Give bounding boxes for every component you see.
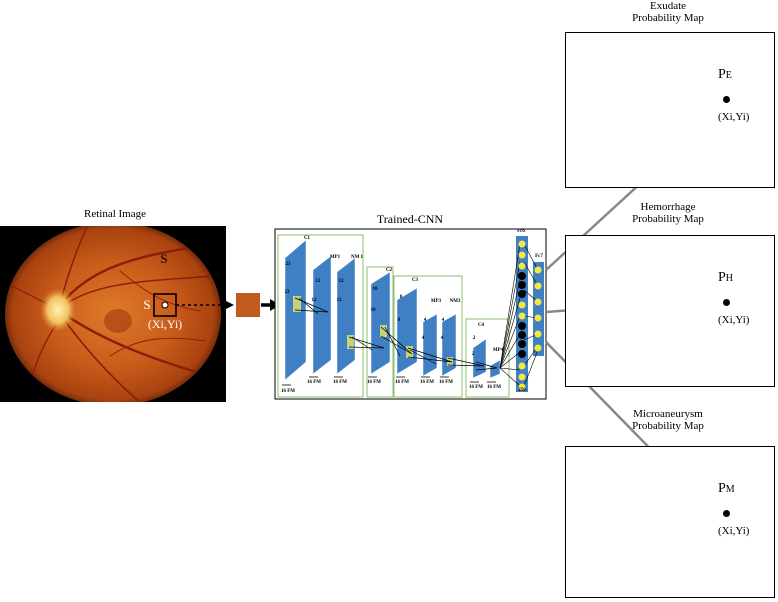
label-fc-units: 256 xyxy=(518,388,526,393)
fc6-neurons xyxy=(518,240,526,391)
exudate-map-title: Exudate Probability Map xyxy=(632,0,704,24)
dim-8-a: 8 xyxy=(399,295,403,300)
hemorrhage-map-title: Hemorrhage Probability Map xyxy=(632,201,704,225)
dim-2-a: 2 xyxy=(472,336,476,341)
dim-12-a: 12 xyxy=(315,279,321,284)
dim-4-a: 4 xyxy=(423,318,427,323)
label-mp1: MP1 xyxy=(329,255,341,260)
microaneurysm-coord: (Xi,Yi) xyxy=(718,525,750,537)
fm-label: 16 FM xyxy=(366,380,382,385)
dim-12-c: 12 xyxy=(338,279,344,284)
dim-4-b: 4 xyxy=(421,336,425,341)
label-fc6: Fc6 xyxy=(517,229,525,234)
label-c3: C3 xyxy=(411,278,419,283)
fm-label: 16 FM xyxy=(306,380,322,385)
exudate-probability-map: PE (Xi,Yi) xyxy=(565,32,775,188)
retina-title: Retinal Image xyxy=(83,208,146,220)
dim-10-b: 10 xyxy=(370,308,376,313)
fm-label: 16 FM xyxy=(486,385,502,390)
microaneurysm-point xyxy=(723,510,730,517)
fm-c4 xyxy=(472,338,487,379)
exudate-p-label: PE xyxy=(718,67,732,82)
cnn-title: Trained-CNN xyxy=(376,212,444,226)
fc7-neurons xyxy=(534,266,542,352)
group-box-2 xyxy=(366,266,394,398)
label-mp3: MP3 xyxy=(430,299,442,304)
dim-10-a: 10 xyxy=(372,287,378,292)
exudate-point xyxy=(723,96,730,103)
dim-23-b: 23 xyxy=(284,290,290,295)
fm-label: 16 FM xyxy=(394,380,410,385)
fm-label: 16 FM xyxy=(280,389,296,394)
fm-mp1 xyxy=(312,255,332,375)
dim-8-b: 8 xyxy=(397,318,401,323)
hemorrhage-p-label: PH xyxy=(718,270,734,285)
label-c4: C4 xyxy=(477,323,485,328)
fm-label: 16 FM xyxy=(438,380,454,385)
fm-mp3 xyxy=(422,313,438,377)
dim-23-a: 23 xyxy=(285,262,291,267)
exudate-coord: (Xi,Yi) xyxy=(718,111,750,123)
label-c1: C1 xyxy=(303,236,311,241)
label-nm3: NM3 xyxy=(449,299,461,304)
label-mp4: MP4 xyxy=(492,348,504,353)
fm-label: 16 FM xyxy=(419,380,435,385)
fm-nm1 xyxy=(336,257,356,375)
patch-center-dot xyxy=(161,301,169,309)
dim-4-c: 4 xyxy=(441,318,445,323)
microaneurysm-map-title: Microaneurysm Probability Map xyxy=(632,408,704,432)
hemorrhage-coord: (Xi,Yi) xyxy=(718,314,750,326)
dim-12-b: 12 xyxy=(311,298,317,303)
fc7-layer xyxy=(533,262,544,356)
label-c2: C2 xyxy=(385,268,393,273)
fm-label: 16 FM xyxy=(332,380,348,385)
microaneurysm-probability-map: PM (Xi,Yi) xyxy=(565,446,775,598)
fm-label: 16 FM xyxy=(468,385,484,390)
microaneurysm-p-label: PM xyxy=(718,481,735,496)
group-box-3 xyxy=(393,275,463,398)
fm-mp4 xyxy=(489,359,501,379)
label-fc7: Fc7 xyxy=(535,254,543,259)
group-box-4 xyxy=(465,318,510,398)
dim-2-b: 2 xyxy=(471,352,475,357)
patch-size-label-top: S xyxy=(160,251,168,266)
dim-4-d: 4 xyxy=(440,336,444,341)
hemorrhage-point xyxy=(723,299,730,306)
hemorrhage-probability-map: PH (Xi,Yi) xyxy=(565,235,775,387)
retinal-image xyxy=(0,226,226,402)
group-box-1 xyxy=(277,234,364,398)
label-nm1: NM 1 xyxy=(350,255,364,260)
patch-coord-label: (Xi,Yi) xyxy=(147,317,183,331)
extracted-patch xyxy=(236,293,260,317)
patch-size-label-side: S xyxy=(143,297,151,312)
dim-12-d: 12 xyxy=(336,298,342,303)
